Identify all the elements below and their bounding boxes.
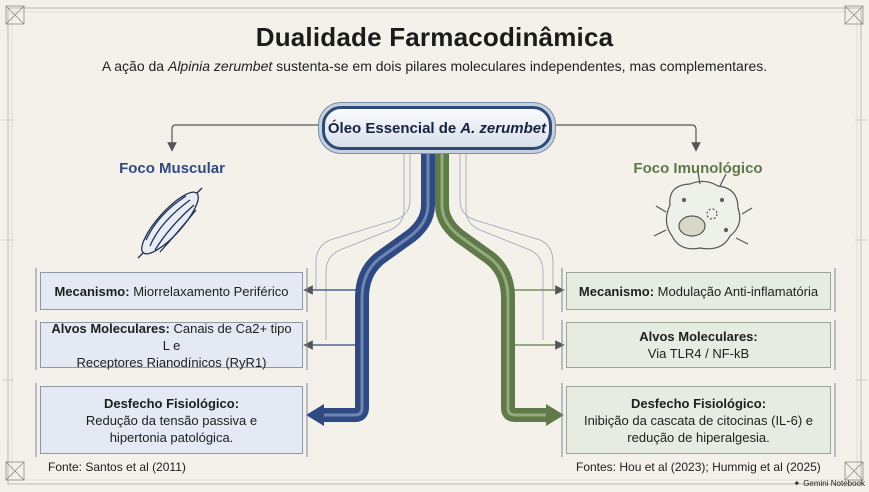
pill-connectors	[167, 124, 701, 152]
left-mechanism-box: Mecanismo: Miorrelaxamento Periférico	[40, 272, 303, 310]
blue-flow-ribbon	[322, 146, 435, 422]
blue-flow-arrowhead	[306, 404, 324, 426]
immune-cell-icon	[653, 171, 753, 250]
right-mechanism-box: Mecanismo: Modulação Anti-inflamatória	[566, 272, 831, 310]
page-title: Dualidade Farmacodinâmica	[255, 22, 614, 52]
box-brackets	[35, 268, 836, 457]
focus-muscular-title: Foco Muscular	[119, 160, 225, 177]
sparkle-icon: ✦	[793, 479, 801, 488]
right-source: Fontes: Hou et al (2023); Hummig et al (…	[576, 460, 821, 474]
focus-immunologic-title: Foco Imunológico	[633, 160, 763, 177]
branch-arrows	[303, 285, 356, 350]
left-source: Fonte: Santos et al (2011)	[48, 460, 186, 474]
left-targets-box: Alvos Moleculares: Canais de Ca2+ tipo L…	[40, 321, 303, 370]
corner-marks	[5, 5, 864, 481]
left-outcome-box: Desfecho Fisiológico: Redução da tensão …	[40, 386, 303, 454]
right-targets-box: Alvos Moleculares: Via TLR4 / NF-kB	[566, 322, 831, 368]
green-flow-arrowhead	[546, 404, 564, 426]
right-outcome-box: Desfecho Fisiológico: Inibição da cascat…	[566, 386, 831, 454]
species-name: Alpinia zerumbet	[167, 58, 273, 74]
green-flow-ribbon	[435, 146, 548, 422]
brand-watermark: ✦Gemini Notebook	[793, 479, 865, 488]
center-node-essential-oil: Óleo Essencial de A. zerumbet	[322, 106, 552, 150]
page-subtitle: A ação da Alpinia zerumbet sustenta-se e…	[101, 58, 768, 74]
circuit-lines	[315, 150, 554, 340]
muscle-fiber-icon	[137, 187, 203, 259]
